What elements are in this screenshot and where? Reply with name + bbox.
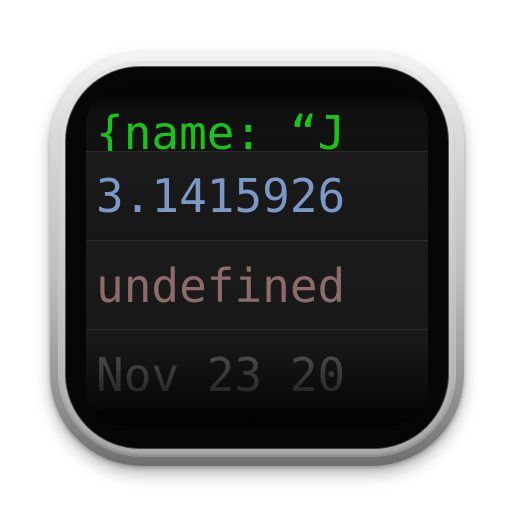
value-row-date: Nov 23 20 <box>86 330 428 410</box>
value-text-date: Nov 23 20 <box>96 348 346 402</box>
value-text-number: 3.1415926 <box>96 169 346 223</box>
value-text-object: {name: “J <box>96 106 346 152</box>
icon-frame: {name: “J 3.1415926 undefined Nov 23 20 <box>50 52 464 466</box>
icon-bezel: {name: “J 3.1415926 undefined Nov 23 20 <box>66 67 448 448</box>
value-row-number: 3.1415926 <box>86 152 428 241</box>
value-row-object: {name: “J <box>86 87 428 152</box>
value-text-undefined: undefined <box>96 259 346 313</box>
value-row-undefined: undefined <box>86 241 428 330</box>
icon-screen: {name: “J 3.1415926 undefined Nov 23 20 <box>86 87 428 426</box>
